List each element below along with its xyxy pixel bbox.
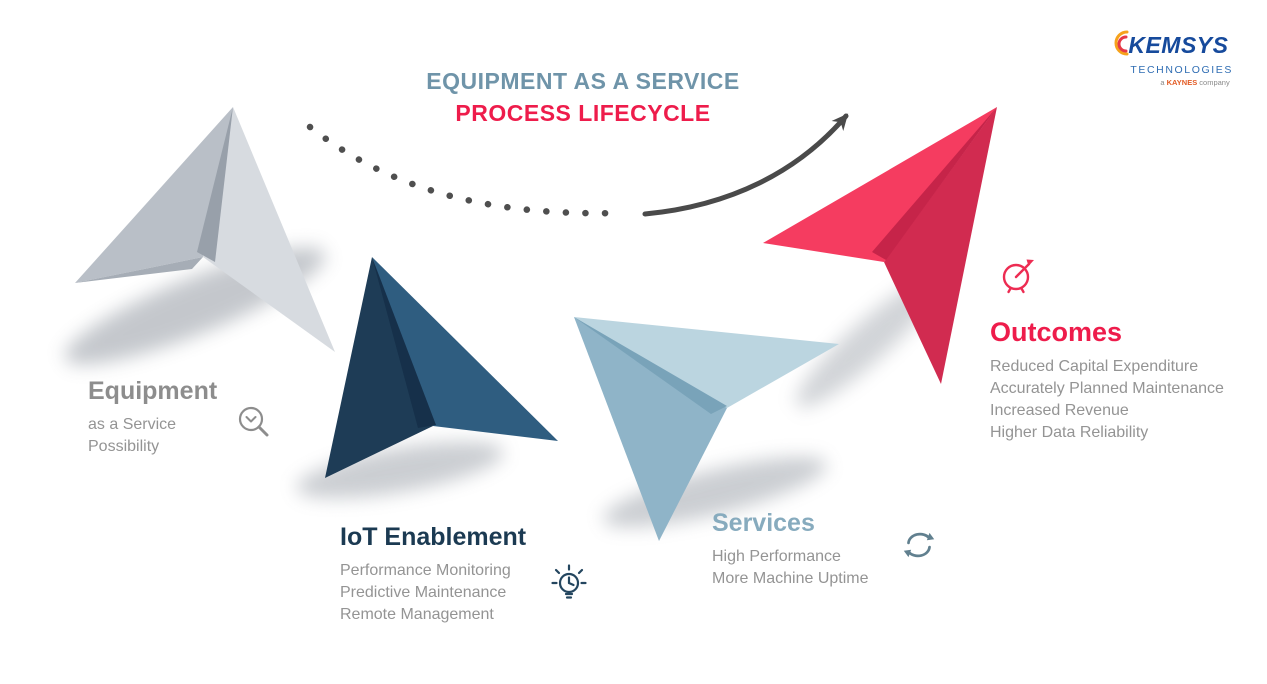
gauge-icon [997,252,1039,301]
stage-iot-title: IoT Enablement [340,523,527,551]
plane-outcomes [763,107,997,384]
plane-services [574,317,839,541]
title-line-accent: PROCESS LIFECYCLE [455,100,711,126]
stage-outcomes-line: Reduced Capital Expenditure [990,358,1199,375]
company-logo: KEMSYS TECHNOLOGIES a KAYNES company [1104,28,1233,87]
stage-services-title: Services [712,509,815,537]
stage-iot-line: Predictive Maintenance [340,584,507,601]
stage-outcomes-title: Outcomes [990,317,1123,347]
stage-equipment-title: Equipment [88,377,218,405]
logo-tagline-prefix: a [1160,78,1165,87]
logo-tagline-suffix: company [1199,78,1230,87]
plane-iot [325,257,558,478]
magnifier-icon [236,404,272,445]
stage-outcomes-line: Increased Revenue [990,402,1129,419]
stage-iot-line: Performance Monitoring [340,562,511,579]
stage-equipment-line: as a Service [88,416,177,433]
plane-equipment [75,107,335,352]
sync-icon [898,524,940,571]
stage-iot-line: Remote Management [340,606,494,623]
stage-services-line: More Machine Uptime [712,570,869,587]
stage-services-line: High Performance [712,548,841,565]
page-title: EQUIPMENT AS A SERVICE PROCESS LIFECYCLE [333,68,833,126]
lightbulb-icon [546,561,592,612]
stage-iot-enablement: IoT Enablement Performance Monitoring Pr… [340,522,526,626]
logo-name: KEMSYS [1128,32,1229,58]
logo-division: TECHNOLOGIES [1130,64,1233,76]
flow-arrow [642,113,849,217]
stage-outcomes: Outcomes Reduced Capital Expenditure Acc… [990,316,1224,444]
stage-equipment: Equipment as a Service Possibility [88,376,217,458]
logo-tagline-brand: KAYNES [1166,78,1198,87]
stage-services: Services High Performance More Machine U… [712,508,869,590]
dotted-curve [306,123,622,217]
logo-swoosh-icon [1104,28,1134,63]
logo-tagline: a KAYNES company [1160,78,1229,87]
stage-outcomes-line: Higher Data Reliability [990,424,1149,441]
stage-equipment-line: Possibility [88,438,160,455]
stage-outcomes-line: Accurately Planned Maintenance [990,380,1224,397]
title-line-primary: EQUIPMENT AS A SERVICE [426,68,740,94]
